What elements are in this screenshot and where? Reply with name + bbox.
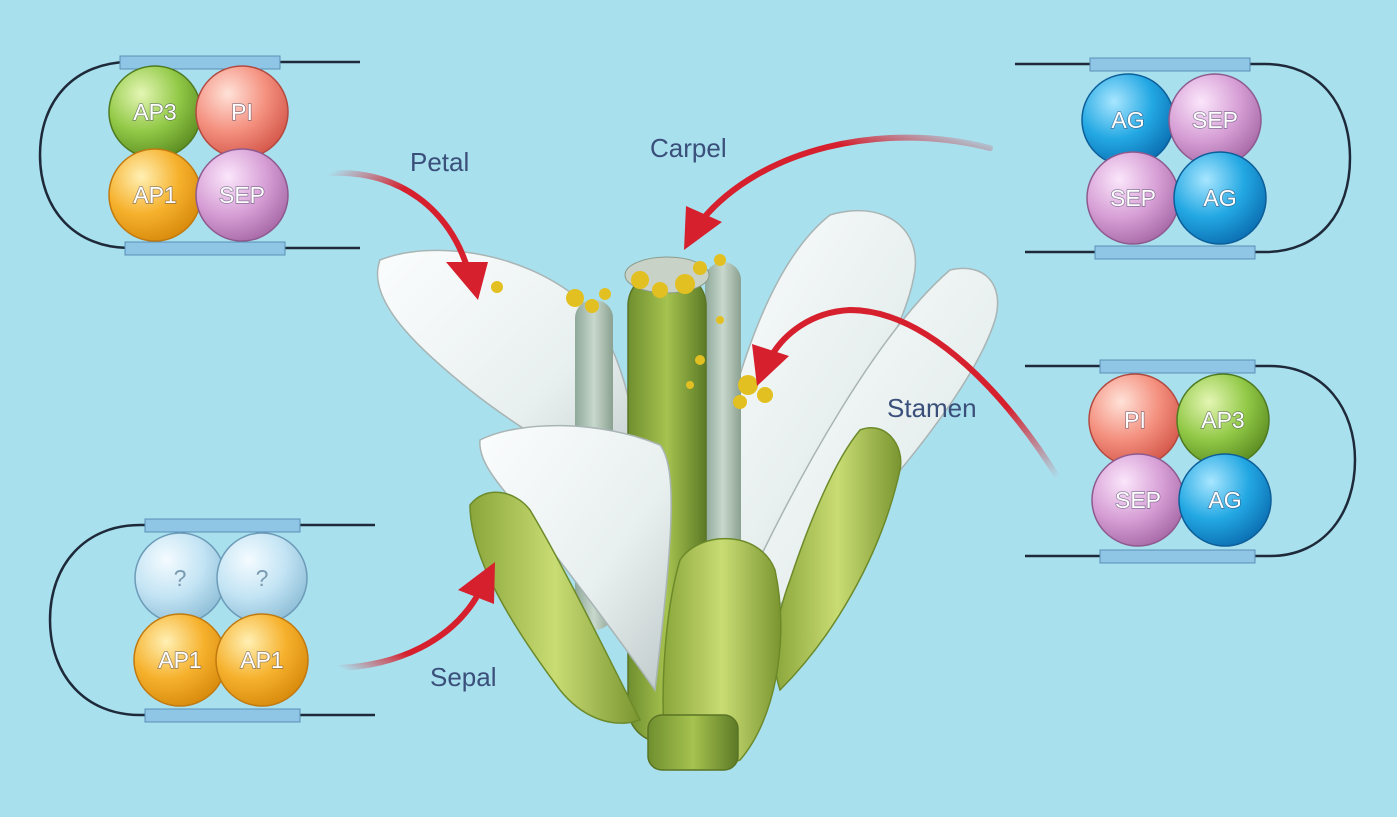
protein-label: PI bbox=[231, 99, 253, 125]
petal-complex: AP3 PI AP1 SEP bbox=[40, 56, 360, 255]
protein-SEP: SEP bbox=[196, 149, 288, 241]
sepal-label: Sepal bbox=[430, 662, 497, 693]
carpel-complex: AG SEP SEP AG bbox=[1015, 58, 1350, 259]
protein-AG: AG bbox=[1174, 152, 1266, 244]
sepal-arrow bbox=[340, 562, 495, 668]
dna-binding-site bbox=[145, 519, 300, 532]
protein-AP1: AP1 bbox=[216, 614, 308, 706]
dna-binding-site bbox=[1100, 360, 1255, 373]
protein-label: SEP bbox=[1110, 185, 1156, 211]
dna-loop bbox=[40, 62, 360, 248]
protein-label: AP1 bbox=[158, 647, 201, 673]
dna-binding-site bbox=[1095, 246, 1255, 259]
dna-binding-site bbox=[125, 242, 285, 255]
protein-SEP: SEP bbox=[1092, 454, 1184, 546]
protein-PI: PI bbox=[1089, 374, 1181, 466]
protein-AP1: AP1 bbox=[109, 149, 201, 241]
protein-label: AP1 bbox=[133, 182, 176, 208]
protein-label: SEP bbox=[1115, 487, 1161, 513]
protein-label: AP3 bbox=[133, 99, 176, 125]
stamen-complex: PI AP3 SEP AG bbox=[1025, 360, 1355, 563]
sepal-complex: ? ? AP1 AP1 bbox=[50, 519, 375, 722]
petal-label: Petal bbox=[410, 147, 469, 178]
protein-label: AG bbox=[1203, 185, 1236, 211]
carpel-label: Carpel bbox=[650, 133, 727, 164]
protein-label: SEP bbox=[219, 182, 265, 208]
protein-AG: AG bbox=[1179, 454, 1271, 546]
protein-label: AP3 bbox=[1201, 407, 1244, 433]
dna-binding-site bbox=[1090, 58, 1250, 71]
stamen-label: Stamen bbox=[887, 393, 977, 424]
dna-binding-site bbox=[145, 709, 300, 722]
protein-label: ? bbox=[174, 565, 187, 591]
protein-AP3: AP3 bbox=[109, 66, 201, 158]
protein-label: SEP bbox=[1192, 107, 1238, 133]
protein-label: PI bbox=[1124, 407, 1146, 433]
protein-SEP: SEP bbox=[1087, 152, 1179, 244]
protein-label: ? bbox=[256, 565, 269, 591]
protein-label: AP1 bbox=[240, 647, 283, 673]
protein-label: AG bbox=[1208, 487, 1241, 513]
protein-label: AG bbox=[1111, 107, 1144, 133]
receptacle bbox=[648, 715, 738, 770]
protein-AP3: AP3 bbox=[1177, 374, 1269, 466]
dna-binding-site bbox=[1100, 550, 1255, 563]
protein-PI: PI bbox=[196, 66, 288, 158]
protein-unknown: ? bbox=[135, 533, 225, 623]
protein-AP1: AP1 bbox=[134, 614, 226, 706]
protein-unknown: ? bbox=[217, 533, 307, 623]
